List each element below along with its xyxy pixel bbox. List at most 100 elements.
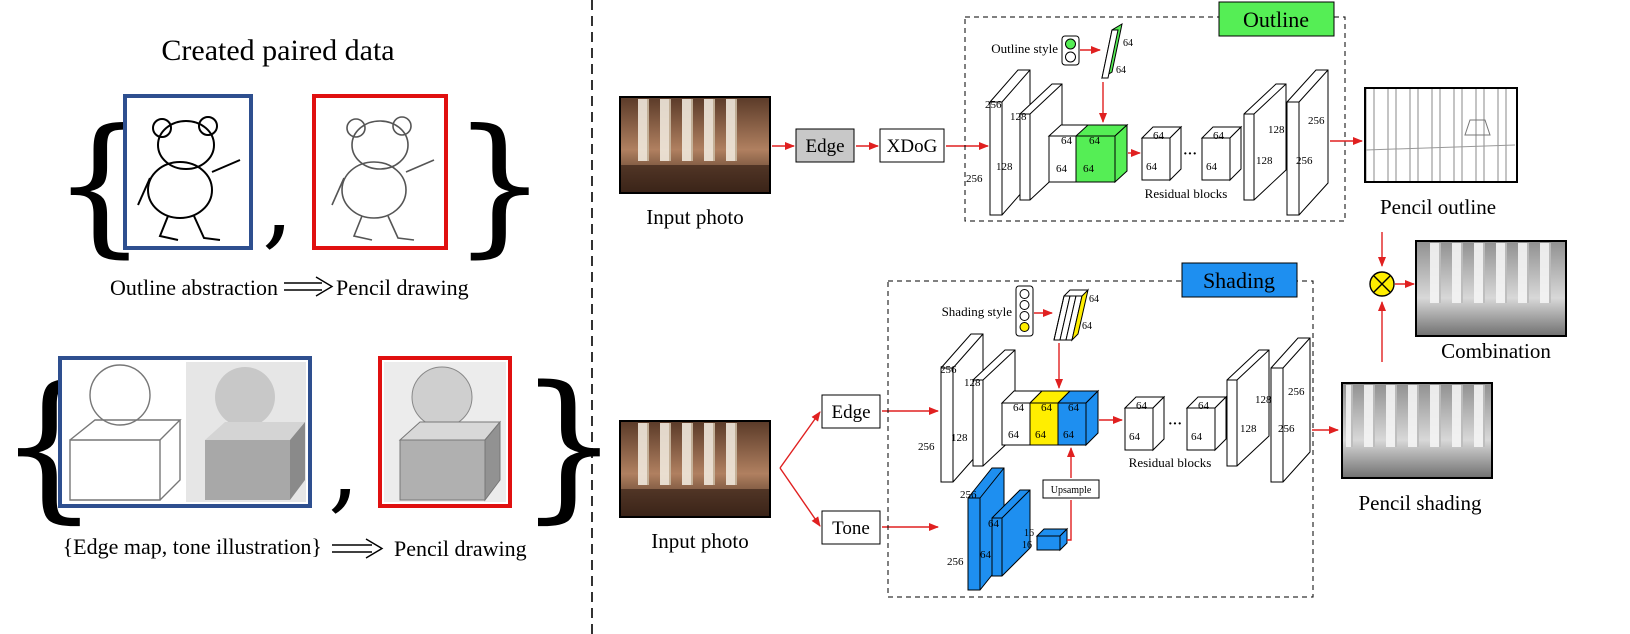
shading-enc1-dim-left: 256 (918, 441, 935, 453)
mouse-outline-sketch (137, 116, 241, 241)
shading-decoder-slab-256 (1270, 337, 1311, 483)
shading-res1-dim-b: 64 (1129, 431, 1141, 443)
pair2-right-label: Pencil drawing (394, 536, 527, 561)
sphere-cube-edge (69, 364, 182, 501)
outline-cube-dim-c: 64 (1056, 163, 1068, 175)
shading-res2-dim-a: 64 (1198, 400, 1210, 412)
shading-enc1-dim-top: 256 (940, 364, 957, 376)
outline-edge-label: Edge (805, 136, 844, 157)
tone-box (821, 510, 881, 545)
outline-style-selector (1061, 35, 1080, 66)
arrow-photo-to-shading-edge (779, 411, 821, 469)
outline-title-box (1218, 1, 1335, 37)
outline-cube-dim-d: 64 (1083, 163, 1095, 175)
xdog-box (879, 128, 945, 163)
shading-enc2-dim-top: 128 (964, 377, 981, 389)
outline-res1-dim-b: 64 (1146, 161, 1158, 173)
outline-res-dots: ··· (1183, 147, 1197, 162)
outline-decoder-slab-256 (1286, 69, 1329, 216)
shading-title: Shading (1203, 268, 1275, 293)
arrow-photo-to-tone (779, 467, 821, 527)
outline-res-cube-2 (1200, 125, 1243, 182)
shading-cube-dim-c: 64 (1068, 402, 1080, 414)
combination-node: Combination (1369, 232, 1567, 363)
outline-res2-dim-b: 64 (1206, 161, 1218, 173)
shading-dec1-dim-top: 128 (1255, 394, 1272, 406)
outline-branch: Input photo Edge XDoG Outline Outline st… (619, 1, 1518, 229)
tone-cube-dim-a: 16 (1024, 528, 1034, 539)
shading-enc2-dim-left: 128 (951, 432, 968, 444)
shading-branch: Input photo Edge Tone Shading Shading st… (619, 262, 1493, 598)
shading-input-label: Input photo (651, 529, 748, 553)
shading-network-frame (887, 280, 1314, 598)
pencil-drawing-image-1 (312, 94, 448, 250)
shading-style-selector (1015, 285, 1034, 337)
outline-decoder-slab-128 (1243, 83, 1287, 201)
arrow-tone-to-upsample (1067, 500, 1072, 541)
pair2-left-label: {Edge map, tone illustration} (63, 534, 322, 559)
sphere-cube-pencil (384, 362, 506, 502)
outline-cube-dim-b: 64 (1089, 135, 1101, 147)
pair1-comma: , (262, 143, 294, 260)
outline-enc2-dim-top: 128 (1010, 111, 1027, 123)
shading-style-vector (1053, 288, 1089, 342)
pair2-brace-close: } (518, 351, 620, 538)
outline-style-dim-a: 64 (1123, 38, 1133, 49)
shading-dec2-dim-left: 256 (1278, 423, 1295, 435)
shading-cube-dim-b: 64 (1041, 402, 1053, 414)
upsample-box (1042, 479, 1100, 499)
tone-enc2-dim-left: 64 (980, 549, 992, 561)
outline-res2-dim-a: 64 (1213, 130, 1225, 142)
outline-res1-dim-a: 64 (1153, 130, 1165, 142)
combination-image (1415, 240, 1567, 337)
tone-encoder-slab-64 (991, 489, 1031, 577)
pencil-shading-image (1341, 382, 1493, 479)
shading-style-dim-a: 64 (1089, 294, 1099, 305)
left-panel-title: Created paired data (161, 34, 394, 67)
mouse-pencil-sketch (331, 116, 435, 241)
shading-res-cube-1 (1123, 395, 1166, 452)
pair1-left-label: Outline abstraction (110, 275, 278, 300)
tone-enc1-dim-left: 256 (947, 556, 964, 568)
xdog-label: XDoG (887, 136, 938, 157)
shading-res-dots: ··· (1168, 417, 1182, 432)
outline-style-dim-b: 64 (1116, 65, 1126, 76)
pair2-double-arrow (332, 538, 384, 559)
outline-input-label: Input photo (646, 205, 743, 229)
shading-dec1-dim-left: 128 (1240, 423, 1257, 435)
pencil-outline-image (1364, 87, 1518, 183)
shading-concat-cube (1000, 389, 1100, 447)
shading-residual-label: Residual blocks (1129, 455, 1212, 470)
tone-enc1-dim-top: 256 (960, 489, 977, 501)
tone-label: Tone (832, 518, 870, 539)
outline-enc2-dim-left: 128 (996, 161, 1013, 173)
outline-enc1-dim-left: 256 (966, 173, 983, 185)
shading-decoder-slab-128 (1226, 349, 1270, 467)
tone-enc2-dim-top: 64 (988, 518, 1000, 530)
outline-style-vector (1101, 22, 1123, 80)
outline-dec2-dim-top: 256 (1308, 115, 1325, 127)
outline-concat-cube (1047, 123, 1129, 184)
shading-edge-box (821, 394, 881, 429)
pencil-shading-label: Pencil shading (1358, 491, 1482, 515)
combination-label: Combination (1441, 339, 1551, 363)
outline-input-photo (619, 96, 771, 194)
shading-cube-dim-e: 64 (1035, 429, 1047, 441)
shading-dec2-dim-top: 256 (1288, 386, 1305, 398)
shading-style-dim-b: 64 (1082, 321, 1092, 332)
shading-title-box (1181, 262, 1298, 298)
pair1-brace-close: } (452, 98, 547, 272)
shading-edge-label: Edge (831, 402, 870, 423)
outline-title: Outline (1243, 7, 1309, 32)
shading-input-photo (619, 420, 771, 518)
outline-edge-box (795, 128, 855, 163)
pencil-outline-label: Pencil outline (1380, 195, 1496, 219)
shading-cube-dim-a: 64 (1013, 402, 1025, 414)
shading-res2-dim-b: 64 (1191, 431, 1203, 443)
tone-cube-dim-b: 16 (1022, 540, 1032, 551)
outline-dec1-dim-left: 128 (1256, 155, 1273, 167)
pair2-comma: , (328, 407, 360, 524)
shading-cube-dim-d: 64 (1008, 429, 1020, 441)
shading-cube-dim-f: 64 (1063, 429, 1075, 441)
outline-style-label: Outline style (991, 41, 1058, 56)
